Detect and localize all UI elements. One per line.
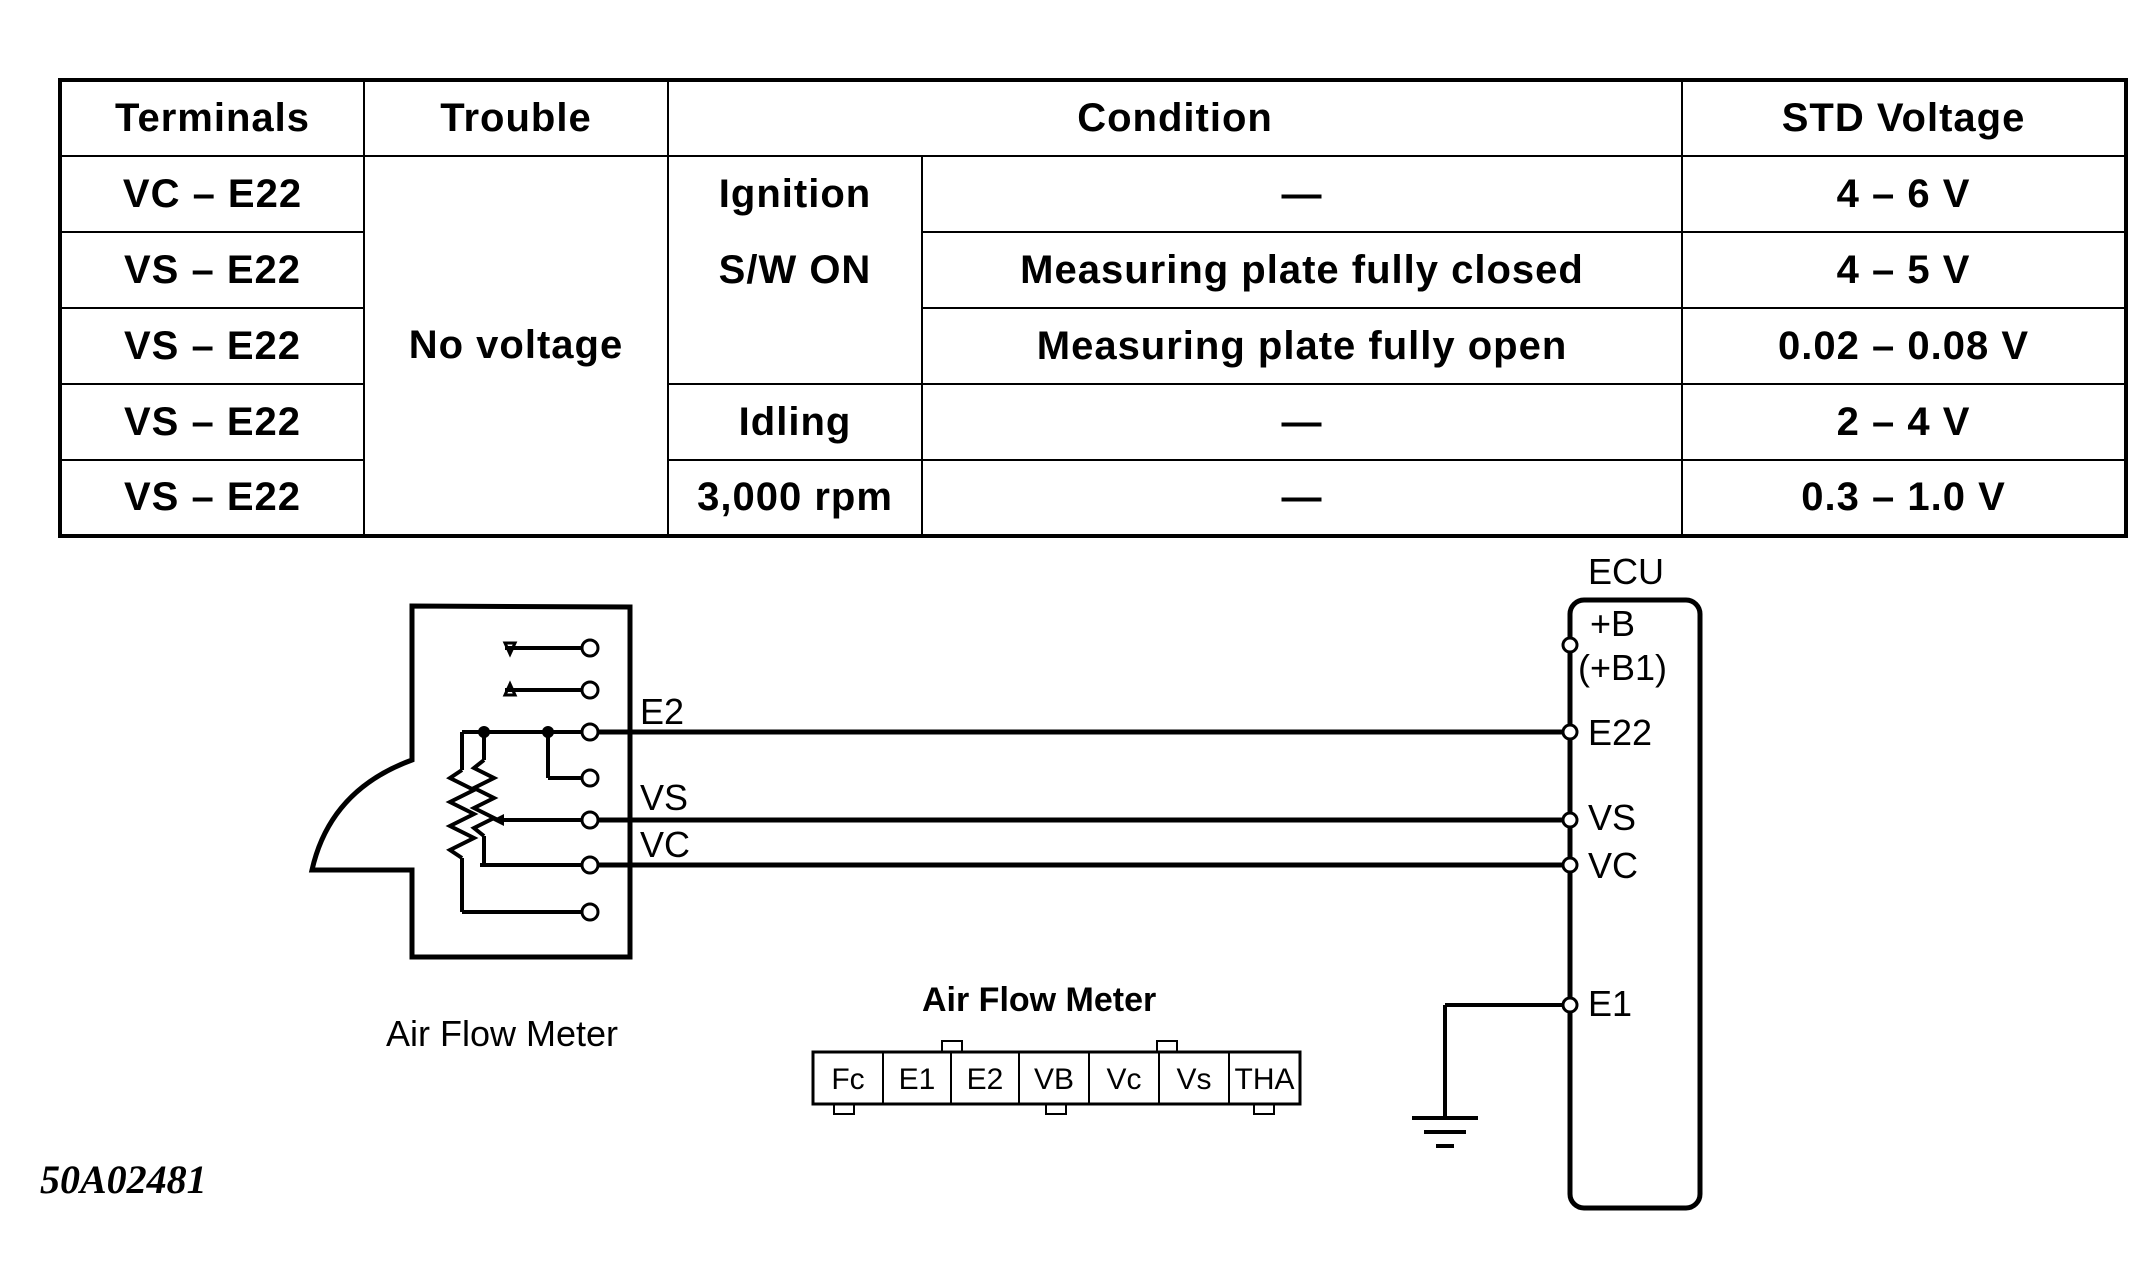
connector-pin-label: THA: [1235, 1063, 1295, 1096]
ecu-pin-e22: E22: [1588, 712, 1652, 753]
ecu-pin-vc: VC: [1588, 845, 1638, 886]
connector-pin-label: E2: [967, 1063, 1004, 1096]
cell-terminals: VS – E22: [59, 307, 365, 385]
ecu-title: ECU: [1588, 551, 1664, 592]
cell-terminals: VS – E22: [59, 383, 365, 461]
ecu-pin-e1: E1: [1588, 983, 1632, 1024]
cell-trouble: No voltage: [363, 155, 669, 537]
connector-pin-label: Fc: [831, 1063, 864, 1096]
connector-pin-label: Vc: [1106, 1063, 1141, 1096]
header-trouble: Trouble: [363, 79, 669, 157]
ecu-pin-b1: (+B1): [1578, 647, 1667, 688]
ecu-pin-vs: VS: [1588, 797, 1636, 838]
cell-condition-detail: Measuring plate fully closed: [920, 231, 1684, 309]
table-header-row: Terminals Trouble Condition STD Voltage: [59, 79, 2128, 157]
cell-voltage: 0.3 – 1.0 V: [1681, 459, 2128, 537]
cell-terminals: VS – E22: [59, 231, 365, 309]
cell-voltage: 0.02 – 0.08 V: [1681, 307, 2128, 385]
connector-face: Fc E1 E2 VB Vc Vs THA: [811, 1040, 1302, 1115]
connector-pin-label: E1: [899, 1063, 936, 1096]
cell-voltage: 4 – 6 V: [1681, 155, 2128, 233]
connector-title: Air Flow Meter: [922, 981, 1156, 1019]
cell-ignition: Ignition: [667, 155, 923, 232]
cell-ignition-blank: [667, 308, 923, 385]
table-row: VS – E22 Idling — 2 – 4 V: [59, 383, 2128, 461]
cell-terminals: VC – E22: [59, 155, 365, 233]
ecu-pin-b: +B: [1590, 603, 1635, 644]
meter-label-vc: VC: [640, 824, 690, 865]
header-std-voltage: STD Voltage: [1681, 79, 2128, 157]
cell-voltage: 4 – 5 V: [1681, 231, 2128, 309]
ecu-box: [1567, 597, 1703, 1211]
connector-cell: [1228, 1051, 1301, 1105]
meter-label-vs: VS: [640, 777, 688, 818]
cell-condition: 3,000 rpm: [667, 459, 923, 537]
table-row: VS – E22 3,000 rpm — 0.3 – 1.0 V: [59, 459, 2128, 537]
meter-label-e2: E2: [640, 691, 684, 732]
cell-condition: Idling: [667, 383, 923, 461]
voltage-spec-table: Terminals Trouble Condition STD Voltage …: [58, 78, 2129, 538]
cell-condition-detail: —: [920, 459, 1684, 537]
table-row: VS – E22 Measuring plate fully open 0.02…: [59, 307, 2128, 385]
cell-terminals: VS – E22: [59, 459, 365, 537]
connector-pin-label: Vs: [1176, 1063, 1211, 1096]
cell-sw-on: S/W ON: [667, 232, 923, 308]
cell-condition-detail: —: [920, 383, 1684, 461]
connector-pin-label: VB: [1034, 1063, 1074, 1096]
air-flow-meter-caption: Air Flow Meter: [386, 1013, 618, 1054]
cell-condition-detail: Measuring plate fully open: [920, 307, 1684, 385]
table-row: VC – E22 No voltage Ignition — 4 – 6 V: [59, 155, 2128, 537]
header-condition: Condition: [666, 79, 1684, 157]
table-row: VS – E22 S/W ON Measuring plate fully cl…: [59, 231, 2128, 309]
header-terminals: Terminals: [59, 79, 365, 157]
cell-condition-detail: —: [920, 155, 1684, 233]
figure-code: 50A02481: [40, 1157, 207, 1202]
cell-voltage: 2 – 4 V: [1681, 383, 2128, 461]
